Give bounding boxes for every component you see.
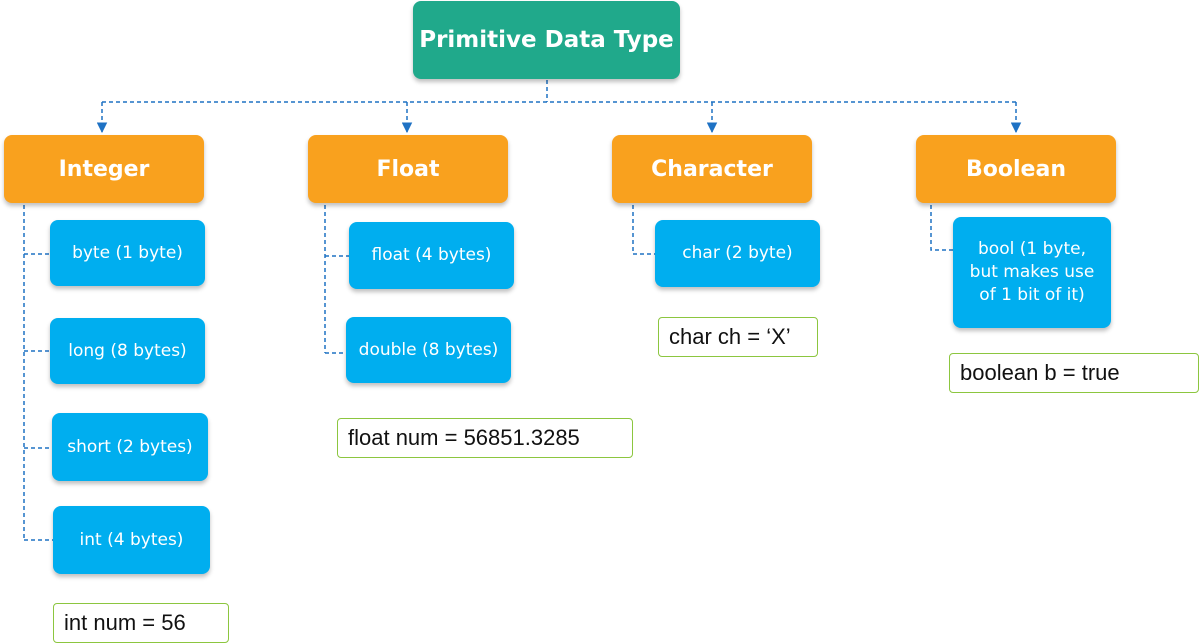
example-character: char ch = ‘X’ [658,317,818,357]
example-boolean: boolean b = true [949,353,1199,393]
type-short: short (2 bytes) [52,413,208,481]
type-double: double (8 bytes) [346,317,511,383]
root-node: Primitive Data Type [413,1,680,79]
character-branch-line [632,205,655,255]
example-code: boolean b = true [960,360,1120,385]
category-float: Float [308,135,508,203]
type-label: byte (1 byte) [72,242,183,263]
category-integer: Integer [4,135,204,203]
example-code: int num = 56 [64,610,186,635]
type-float: float (4 bytes) [349,222,514,289]
example-integer: int num = 56 [53,603,229,643]
type-bool: bool (1 byte, but makes use of 1 bit of … [953,217,1111,328]
category-boolean: Boolean [916,135,1116,203]
root-label: Primitive Data Type [419,27,674,53]
type-label: int (4 bytes) [79,529,184,550]
category-label: Float [376,156,440,182]
category-label: Boolean [966,156,1066,182]
category-label: Character [651,156,773,182]
type-char: char (2 byte) [655,220,820,287]
category-label: Integer [58,156,150,182]
type-long: long (8 bytes) [50,318,205,384]
example-code: char ch = ‘X’ [669,324,791,349]
type-label: short (2 bytes) [67,436,193,457]
type-int: int (4 bytes) [53,506,210,574]
boolean-branch-line [930,205,953,251]
category-character: Character [612,135,812,203]
type-label: char (2 byte) [682,243,793,264]
example-float: float num = 56851.3285 [337,418,633,458]
connector-lines [23,80,1022,541]
type-label: long (8 bytes) [68,340,187,361]
type-byte: byte (1 byte) [50,220,205,286]
type-label: float (4 bytes) [371,245,492,266]
type-label: double (8 bytes) [358,339,499,360]
type-label: bool (1 byte, but makes use of 1 bit of … [969,239,1095,305]
example-code: float num = 56851.3285 [348,425,580,450]
